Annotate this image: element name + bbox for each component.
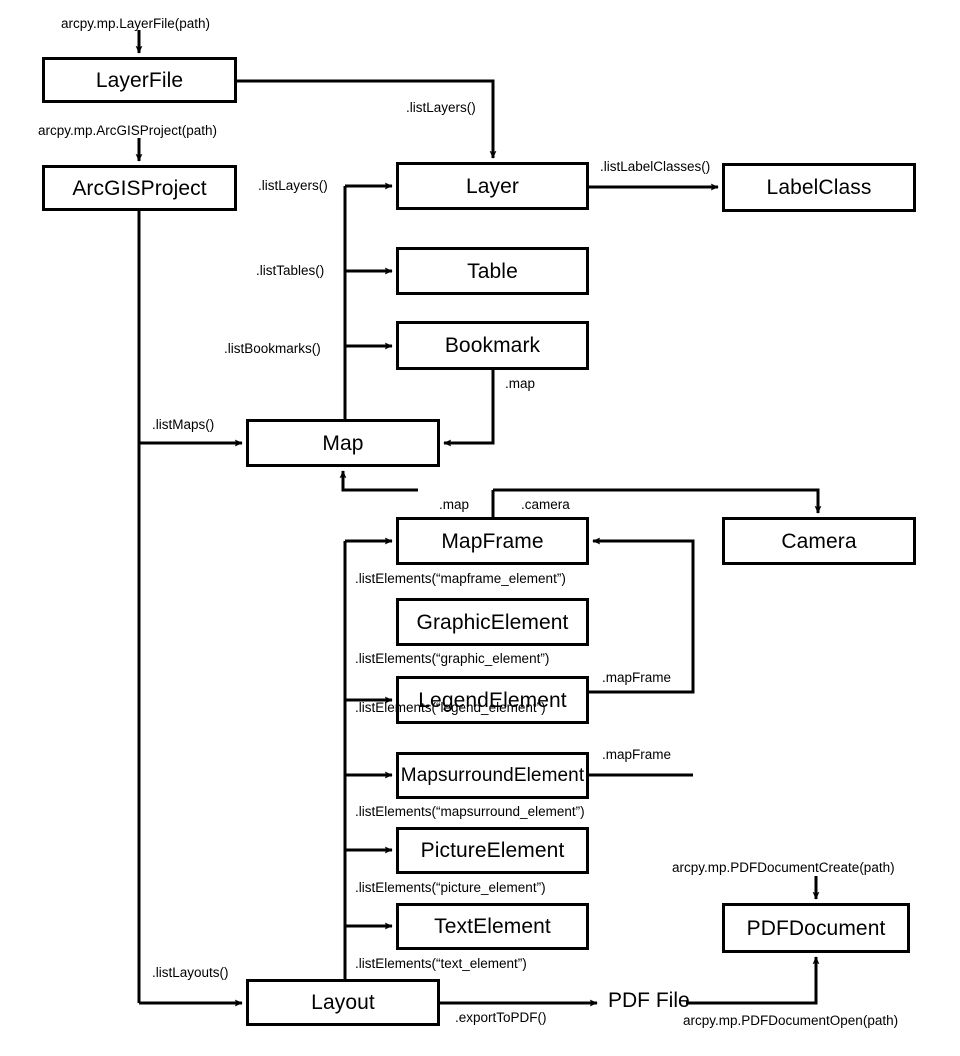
label-listmaps: .listMaps(): [152, 417, 215, 432]
node-mapsurroundelement[interactable]: MapsurroundElement: [396, 752, 589, 799]
label-listelements-mapsurround: .listElements(“mapsurround_element”): [355, 804, 585, 819]
node-arcgisproject[interactable]: ArcGISProject: [42, 165, 237, 211]
node-label-textelement: TextElement: [434, 915, 551, 938]
node-mapframe[interactable]: MapFrame: [396, 517, 589, 565]
label-listlayers-from-map: .listLayers(): [258, 178, 328, 193]
label-listelements-picture: .listElements(“picture_element”): [355, 880, 546, 895]
node-labelclass[interactable]: LabelClass: [722, 163, 916, 212]
label-listbookmarks: .listBookmarks(): [224, 341, 321, 356]
node-label-layout: Layout: [311, 991, 375, 1014]
label-listlabelclasses: .listLabelClasses(): [600, 159, 711, 174]
label-listelements-legend: .listElements(“legend_element”): [355, 700, 546, 715]
label-listlayouts: .listLayouts(): [152, 965, 229, 980]
node-label-bookmark: Bookmark: [444, 334, 541, 357]
label-mapsurround-mapframe: .mapFrame: [602, 747, 672, 762]
label-pdfdocumentopen: arcpy.mp.PDFDocumentOpen(path): [683, 1013, 899, 1028]
node-graphicelement[interactable]: GraphicElement: [396, 598, 589, 646]
node-table[interactable]: Table: [396, 247, 589, 295]
node-map[interactable]: Map: [246, 419, 440, 467]
wire-layerfile-layer: [237, 79, 497, 159]
label-listelements-mapframe: .listElements(“mapframe_element”): [355, 571, 566, 586]
node-layout[interactable]: Layout: [246, 979, 440, 1026]
node-label-layerfile: LayerFile: [95, 68, 184, 92]
node-layer[interactable]: Layer: [396, 162, 589, 210]
node-pictureelement[interactable]: PictureElement: [396, 827, 589, 874]
wire-mapframe-map: [339, 470, 418, 492]
label-bookmark-map: .map: [505, 376, 536, 391]
node-legendelement[interactable]: LegendElement: [396, 676, 589, 724]
label-mapframe-camera: .camera: [521, 497, 570, 512]
wire-pdf-pdfdocument: [686, 956, 820, 1005]
node-camera[interactable]: Camera: [722, 517, 916, 565]
label-arcgisproject-constructor: arcpy.mp.ArcGISProject(path): [38, 123, 218, 138]
node-label-map: Map: [322, 431, 364, 455]
label-listelements-graphic: .listElements(“graphic_element”): [355, 651, 550, 666]
wire-bookmark-map: [443, 370, 495, 447]
label-mapframe-map: .map: [439, 497, 470, 512]
node-label-layer: Layer: [465, 174, 520, 198]
node-label-mapsurroundelement: MapsurroundElement: [400, 765, 585, 786]
label-pdf-file: PDF File: [608, 989, 690, 1012]
node-layerfile[interactable]: LayerFile: [42, 57, 237, 103]
label-listelements-text: .listElements(“text_element”): [355, 956, 527, 971]
label-listtables: .listTables(): [256, 263, 325, 278]
node-textelement[interactable]: TextElement: [396, 903, 589, 950]
node-pdfdocument[interactable]: PDFDocument: [722, 903, 910, 953]
node-bookmark[interactable]: Bookmark: [396, 321, 589, 370]
label-legend-mapframe: .mapFrame: [602, 670, 672, 685]
node-label-pdfdocument: PDFDocument: [746, 916, 886, 940]
node-label-labelclass: LabelClass: [766, 176, 872, 199]
node-label-table: Table: [467, 259, 518, 283]
label-pdfdocumentcreate: arcpy.mp.PDFDocumentCreate(path): [672, 860, 895, 875]
node-label-legendelement: LegendElement: [418, 688, 567, 712]
label-layerfile-constructor: arcpy.mp.LayerFile(path): [61, 16, 211, 31]
node-label-camera: Camera: [781, 529, 857, 553]
node-label-pictureelement: PictureElement: [420, 839, 565, 862]
label-listlayers-from-layerfile: .listLayers(): [406, 100, 476, 115]
label-exporttopdf: .exportToPDF(): [455, 1010, 547, 1025]
node-label-graphicelement: GraphicElement: [416, 610, 569, 634]
node-label-arcgisproject: ArcGISProject: [72, 176, 207, 200]
node-label-mapframe: MapFrame: [441, 529, 544, 553]
